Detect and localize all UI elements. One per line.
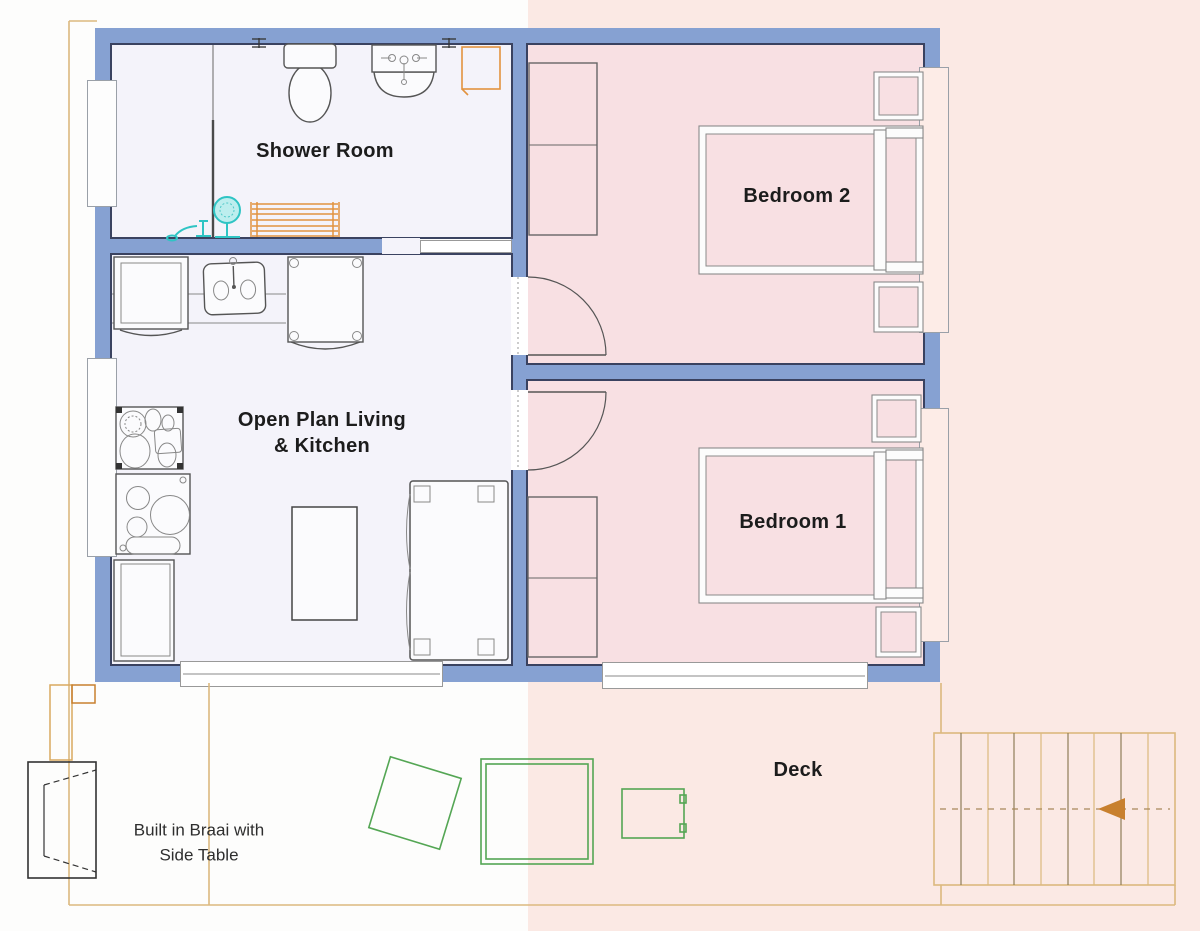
window-left-shower [87,80,117,207]
window-right-bedroom-2 [919,67,949,333]
door-opening-bedroom-2 [511,277,528,355]
floor-bedroom-1 [526,379,925,666]
wall-bedroom-divider [511,363,940,381]
braai [27,761,97,879]
label-living-line2: & Kitchen [273,435,371,457]
label-deck: Deck [773,759,823,781]
label-bedroom-2: Bedroom 2 [743,185,851,207]
label-shower-room: Shower Room [256,140,394,162]
label-braai-line1: Built in Braai with [133,820,265,840]
door-opening-bedroom-1 [511,390,528,470]
label-braai-line2: Side Table [159,845,239,864]
wall-shower-divider [95,237,382,255]
floor-bedroom-2 [526,43,925,365]
doorway-shower-room [382,238,420,254]
label-braai: Built in Braai with Side Table [134,818,264,867]
label-bedroom-1: Bedroom 1 [739,511,847,533]
braai-side-table [49,684,96,761]
label-living-kitchen: Open Plan Living & Kitchen [238,407,406,459]
cased-opening-shower-room [420,240,512,253]
floor-living-kitchen [110,253,513,666]
sliding-door-living [180,661,443,687]
wall-interior-vertical [511,28,528,682]
sliding-door-bedroom-1 [602,662,868,689]
window-right-bedroom-1 [919,408,949,642]
label-living-line1: Open Plan Living [237,409,407,431]
deck-chair-rotated [367,755,463,851]
window-left-living [87,358,117,557]
